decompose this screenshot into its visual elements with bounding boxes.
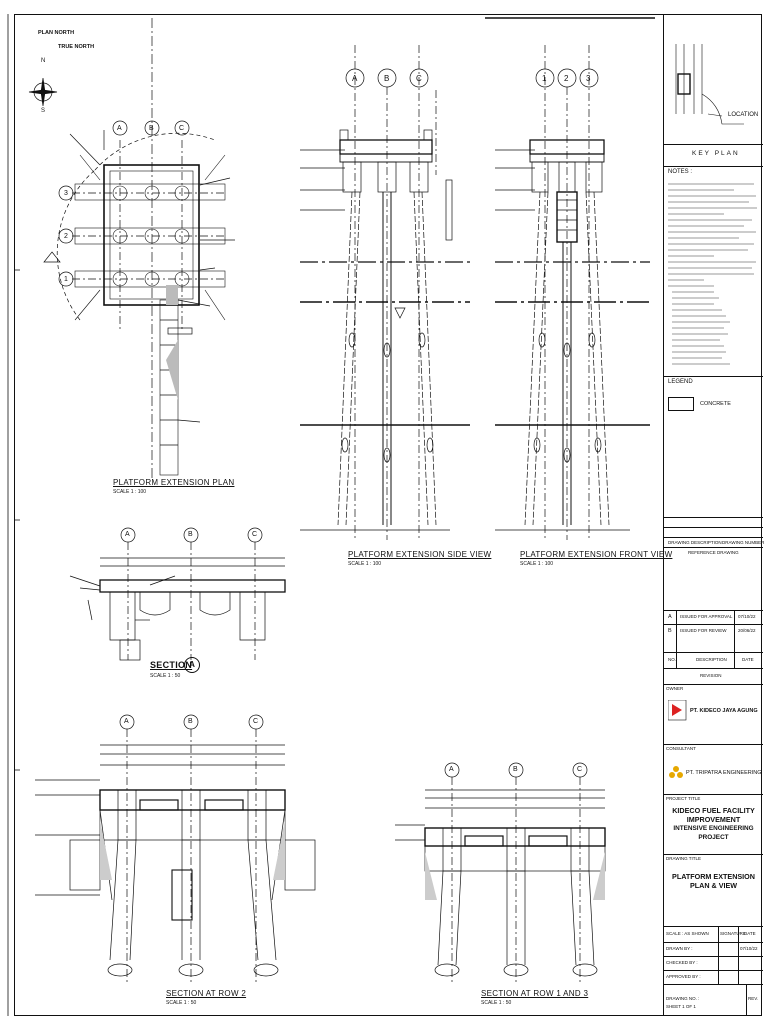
section-a-view xyxy=(69,527,286,661)
revision-label: REVISION xyxy=(700,673,722,678)
section-row2-scale: SCALE 1 : 50 xyxy=(166,1000,197,1006)
side-view xyxy=(300,45,470,540)
approved-by: APPROVED BY : xyxy=(666,974,701,979)
date-value: 07/10/22 xyxy=(740,946,758,951)
front-view-scale: SCALE 1 : 100 xyxy=(520,561,554,567)
true-north-label: TRUE NORTH xyxy=(58,44,95,50)
plan-north-label: PLAN NORTH xyxy=(38,30,75,36)
owner-name: PT. KIDECO JAYA AGUNG xyxy=(690,708,758,714)
section-a-caption: SECTION xyxy=(150,660,193,670)
project-title-line-3: INTENSIVE ENGINEERING PROJECT xyxy=(673,825,754,841)
row2-grid-c: C xyxy=(253,718,259,725)
drawing-title: PLATFORM EXTENSION PLAN & VIEW xyxy=(664,872,763,890)
title-block: LOCATION KEY PLAN NOTES : xyxy=(663,14,765,1016)
ref-col-number: DRAWING NUMBER xyxy=(722,540,765,545)
project-title: KIDECO FUEL FACILITY IMPROVEMENT INTENSI… xyxy=(664,806,763,842)
sec-a-grid-a: A xyxy=(125,531,130,538)
front-grid-3: 3 xyxy=(586,74,591,83)
plan-scale: SCALE 1 : 100 xyxy=(113,489,147,495)
plan-grid-b: B xyxy=(149,125,154,132)
rev-b-date: 20/06/22 xyxy=(738,628,756,633)
consultant-logo xyxy=(669,766,683,778)
legend-label: LEGEND xyxy=(668,379,693,385)
row13-grid-a: A xyxy=(449,766,454,773)
project-title-line-1: KIDECO FUEL FACILITY xyxy=(672,806,755,815)
plan-grid-a: A xyxy=(117,125,122,132)
key-plan-sketch xyxy=(675,44,744,125)
checked-by: CHECKED BY : xyxy=(666,960,698,965)
front-view-caption: PLATFORM EXTENSION FRONT VIEW xyxy=(520,550,673,559)
section-row2-caption: SECTION AT ROW 2 xyxy=(166,989,247,998)
row2-grid-b: B xyxy=(188,718,193,725)
ref-col-description: DRAWING DESCRIPTION xyxy=(668,540,722,545)
front-view xyxy=(495,45,650,540)
owner-logo xyxy=(668,700,687,721)
row13-grid-b: B xyxy=(513,766,518,773)
scale-row: SCALE : AS SHOWN xyxy=(666,931,709,936)
side-grid-c: C xyxy=(416,74,422,83)
compass-s: S xyxy=(41,108,46,114)
section-row2-view xyxy=(35,714,316,985)
location-label: LOCATION xyxy=(728,112,759,118)
plan-grid-2: 2 xyxy=(64,233,68,240)
rev-col-no: NO. xyxy=(668,657,677,662)
legend-concrete-label: CONCRETE xyxy=(700,401,731,407)
section-row13-caption: SECTION AT ROW 1 AND 3 xyxy=(481,989,589,998)
rev-col-date: DATE xyxy=(742,657,754,662)
section-row13-scale: SCALE 1 : 50 xyxy=(481,1000,512,1006)
drawn-by: DRAWN BY : xyxy=(666,946,693,951)
compass-n: N xyxy=(41,58,46,64)
consultant-name: PT. TRIPATRA ENGINEERING xyxy=(686,770,762,776)
notes-label: NOTES : xyxy=(668,169,693,175)
sec-a-grid-c: C xyxy=(252,531,258,538)
drawing-no: DRAWING NO. : xyxy=(666,996,700,1001)
drawing-title-line-1: PLATFORM EXTENSION xyxy=(672,872,755,881)
rev-b-no: B xyxy=(668,628,672,634)
section-a-tag: A xyxy=(184,657,200,673)
drawing-border xyxy=(14,14,762,1016)
side-view-caption: PLATFORM EXTENSION SIDE VIEW xyxy=(348,550,492,559)
drawing-title-line-2: PLAN & VIEW xyxy=(689,881,738,890)
side-grid-b: B xyxy=(384,74,390,83)
plan-grid-c: C xyxy=(179,125,185,132)
consultant-label: CONSULTANT xyxy=(666,746,696,751)
side-view-scale: SCALE 1 : 100 xyxy=(348,561,382,567)
front-grid-1: 1 xyxy=(542,74,547,83)
drawing-title-label: DRAWING TITLE xyxy=(666,856,702,861)
row2-grid-a: A xyxy=(124,718,129,725)
rev-col-description: DESCRIPTION xyxy=(696,657,727,662)
notes-text-lines xyxy=(668,183,757,365)
rev-label: REV. xyxy=(748,996,759,1001)
section-row13-view xyxy=(395,762,606,985)
plan-view xyxy=(28,18,235,480)
rev-a-desc: ISSUED FOR APPROVAL xyxy=(680,614,733,619)
legend-concrete-swatch xyxy=(668,397,694,411)
signature-label: SIGNATURE xyxy=(720,931,746,936)
plan-grid-1: 1 xyxy=(64,276,68,283)
date-label: DATE xyxy=(744,931,756,936)
front-grid-2: 2 xyxy=(564,74,569,83)
rev-a-no: A xyxy=(668,614,672,620)
plan-grid-3: 3 xyxy=(64,190,68,197)
rev-a-date: 07/10/22 xyxy=(738,614,756,619)
project-title-line-2: IMPROVEMENT xyxy=(686,815,741,824)
key-plan-label: KEY PLAN xyxy=(692,150,740,157)
row13-grid-c: C xyxy=(577,766,583,773)
plan-caption: PLATFORM EXTENSION PLAN xyxy=(113,478,235,487)
owner-label: OWNER xyxy=(666,686,684,691)
section-a-scale: SCALE 1 : 50 xyxy=(150,673,181,679)
sec-a-grid-b: B xyxy=(188,531,193,538)
side-grid-a: A xyxy=(352,74,358,83)
rev-b-desc: ISSUED FOR REVIEW xyxy=(680,628,727,633)
project-title-label: PROJECT TITLE xyxy=(666,796,701,801)
reference-drawing-label: REFERENCE DRAWING xyxy=(688,550,739,555)
sheet-label: SHEET 1 OF 1 xyxy=(666,1004,696,1009)
